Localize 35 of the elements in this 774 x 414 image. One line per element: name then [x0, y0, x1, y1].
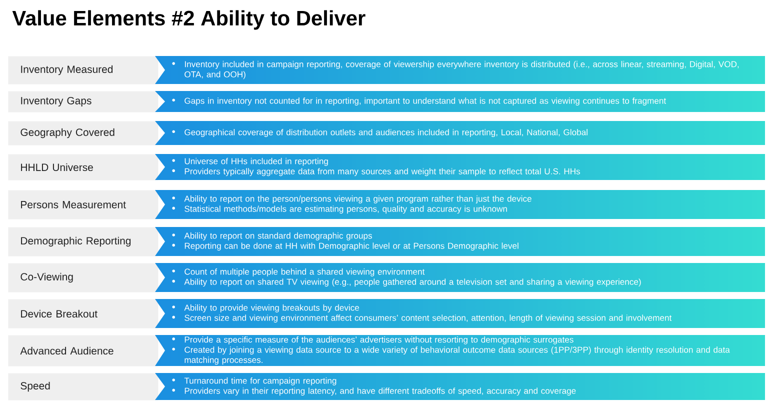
node-label: Turnaround time for campaign reporting [184, 377, 336, 386]
label-box: Speed [8, 373, 158, 400]
node-label: Screen size and viewing environment affect consumers’ content selection, attention, length of viewing session and involvement [184, 314, 672, 323]
label-box: Device Breakout [8, 299, 158, 328]
bullet-banner: Provide a specific measure of the audiences’ advertisers without resorting to demographic surrogates Created by joining a viewing data source to a wide variety of behavioral outcome data sources (1PP/3PP) through identity resolution and data matching processes. [172, 336, 730, 365]
bullet-banner: Universe of HHs included in reporting Providers typically aggregate data from many sources and weight their sample to reflect total U.S. HHs [172, 158, 580, 176]
bullet-banner: Turnaround time for campaign reporting Providers vary in their reporting latency, and have different tradeoffs of speed, accuracy and coverage [172, 377, 576, 396]
bullet-banner: Count of multiple people behind a shared viewing environment Ability to report on shared TV viewing (e.g., people gathered around a television set and sharing a viewing experience) [172, 268, 641, 287]
node-label: Ability to report on shared TV viewing (e.g., people gathered around a television set and sharing a viewing experience) [184, 278, 641, 287]
node-label: Ability to report on standard demographic groups [184, 232, 372, 240]
node-label: Provide a specific measure of the audiences’ advertisers without resorting to demographic surrogates [184, 336, 574, 344]
bullet-banner: Gaps in inventory not counted for in reporting, important to understand what is not captured as viewing continues to fragment [172, 98, 666, 106]
title: Value Elements #2 Ability to Deliver [12, 10, 366, 30]
bullet-banner: Ability to provide viewing breakouts by device Screen size and viewing environment affect consumers’ content selection, attention, length of viewing session and involvement [172, 304, 672, 323]
label-box: Demographic Reporting [8, 227, 158, 256]
label-box: Advanced Audience [8, 335, 158, 366]
bullet-banner: Ability to report on the person/persons viewing a given program rather than just the device Statistical methods/models are estimating persons, quality and accuracy is unknown [172, 195, 532, 214]
node-label: Universe of HHs included in reporting [184, 158, 328, 166]
bullet-banner: Geographical coverage of distribution outlets and audiences included in reporting, Local, National, Global [172, 129, 588, 137]
node-label: Ability to provide viewing breakouts by device [184, 304, 360, 312]
node-label: Providers typically aggregate data from many sources and weight their sample to reflect total U.S. HHs [184, 168, 580, 176]
node-label: Reporting can be done at HH with Demographic level or at Persons Demographic level [184, 242, 518, 251]
label-box: Persons Measurement [8, 190, 158, 220]
node-label: Created by joining a viewing data source to a wide variety of behavioral outcome data sources (1PP/3PP) through identity resolution and data matching processes. [184, 346, 730, 365]
node-label: Providers vary in their reporting latency, and have different tradeoffs of speed, accuracy and coverage [184, 388, 576, 396]
label-box: Co-Viewing [8, 263, 158, 292]
label-box: Inventory Gaps [8, 91, 158, 112]
label-box: HHLD Universe [8, 154, 158, 180]
node-label: Count of multiple people behind a shared viewing environment [184, 268, 425, 276]
label-box: Geography Covered [8, 121, 158, 146]
bullet-banner: Ability to report on standard demographic groups Reporting can be done at HH with Demographic level or at Persons Demographic level [172, 232, 518, 251]
node-label: Statistical methods/models are estimating persons, quality and accuracy is unknown [184, 206, 507, 214]
label-box: Inventory Measured [8, 56, 158, 84]
node-label: Ability to report on the person/persons viewing a given program rather than just the device [184, 195, 532, 204]
bullet-banner: Inventory included in campaign reporting, coverage of viewership everywhere inventory is distributed (i.e., across linear, streaming, Digital, VOD, OTA, and OOH) [172, 60, 739, 80]
